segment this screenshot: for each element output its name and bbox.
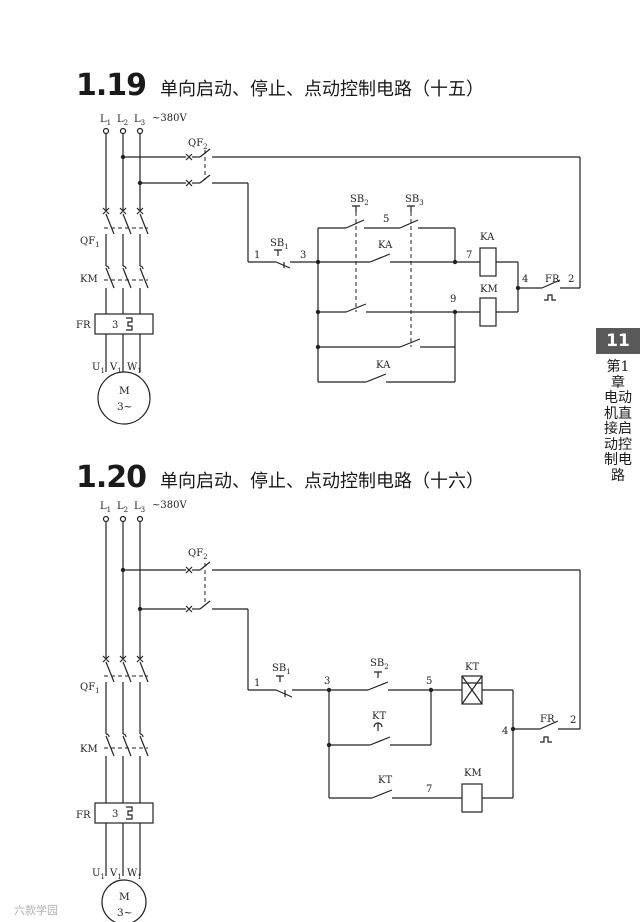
terminal-w-label: W1: [127, 868, 142, 881]
fr-contact-label: FR: [540, 714, 555, 725]
page-number-tab: 11: [596, 328, 640, 354]
phase-label-l1: L1: [100, 501, 111, 514]
qf1-label: QF1: [80, 682, 100, 695]
node-label: 9: [450, 294, 456, 305]
terminal-l1: [102, 127, 110, 135]
km-main-label: KM: [80, 274, 98, 285]
chapter-title-vertical: 第1章 电动机直接启动控制电路: [604, 359, 632, 484]
motor-label: M: [119, 385, 130, 397]
node-label: 4: [502, 726, 508, 737]
motor-label: M: [119, 891, 130, 903]
phase-label-l2: L2: [117, 114, 128, 127]
section-number: 1.19: [76, 68, 147, 103]
terminal-u-label: U1: [92, 362, 105, 375]
voltage-label: ~380V: [152, 113, 187, 124]
node-label: 7: [466, 250, 472, 261]
terminal-l2: [119, 127, 127, 135]
node-label: 7: [426, 784, 432, 795]
kt-contact-label: KT: [372, 711, 386, 722]
sb2-label: SB2: [350, 194, 369, 207]
sb1-label: SB1: [272, 663, 291, 676]
ka-contact-label: KA: [378, 240, 393, 251]
km-coil-label: KM: [464, 768, 482, 779]
motor: [101, 879, 147, 922]
node-label: 4: [522, 274, 528, 285]
km-main-label: KM: [80, 744, 98, 755]
section-number: 1.20: [76, 460, 147, 495]
node-label: 5: [383, 214, 389, 225]
sb2-label: SB2: [370, 658, 389, 671]
fr-label: FR: [76, 320, 91, 331]
fr-label: FR: [76, 810, 91, 821]
ka-coil-label: KA: [480, 232, 495, 243]
thermal-relay-box: [94, 802, 154, 824]
thermal-relay-box: [94, 313, 154, 335]
node-label: 1: [254, 678, 260, 689]
node-label: 3: [324, 676, 330, 687]
qf2-label: QF2: [188, 138, 208, 151]
section-heading: 单向启动、停止、点动控制电路（十六）: [160, 471, 485, 492]
phase-label-l2: L2: [117, 501, 128, 514]
section-title-1-19: 1.19 单向启动、停止、点动控制电路（十五）: [76, 68, 484, 103]
sb3-label: SB3: [405, 194, 424, 207]
node-label: 2: [570, 715, 576, 726]
fr-phases: 3: [112, 809, 118, 820]
watermark: 六款学园: [14, 904, 58, 917]
terminal-u-label: U1: [92, 868, 105, 881]
section-title-1-20: 1.20 单向启动、停止、点动控制电路（十六）: [76, 460, 484, 495]
qf1-label: QF1: [80, 236, 100, 249]
kt-contact-label: KT: [378, 775, 392, 786]
section-heading: 单向启动、停止、点动控制电路（十五）: [160, 79, 485, 100]
motor: [97, 371, 151, 425]
terminal-w-label: W1: [127, 362, 142, 375]
node-label: 2: [568, 274, 574, 285]
kt-coil-label: KT: [465, 662, 479, 673]
phase-label-l3: L3: [134, 114, 145, 127]
km-coil-label: KM: [480, 284, 498, 295]
km-coil: [461, 783, 483, 813]
fr-phases: 3: [112, 320, 118, 331]
terminal-v-label: V1: [109, 868, 122, 881]
motor-phase-label: 3~: [117, 401, 132, 413]
node-label: 5: [426, 676, 432, 687]
node-label: 1: [254, 250, 260, 261]
sb1-label: SB1: [270, 238, 289, 251]
fr-contact-label: FR: [545, 274, 560, 285]
motor-phase-label: 3~: [117, 907, 132, 919]
terminal-l3: [136, 127, 144, 135]
voltage-label: ~380V: [152, 500, 187, 511]
qf2-label: QF2: [188, 548, 208, 561]
terminal-v-label: V1: [109, 362, 122, 375]
phase-label-l1: L1: [100, 114, 111, 127]
node-label: 3: [300, 250, 306, 261]
phase-label-l3: L3: [134, 501, 145, 514]
ka-contact-label: KA: [376, 360, 391, 371]
